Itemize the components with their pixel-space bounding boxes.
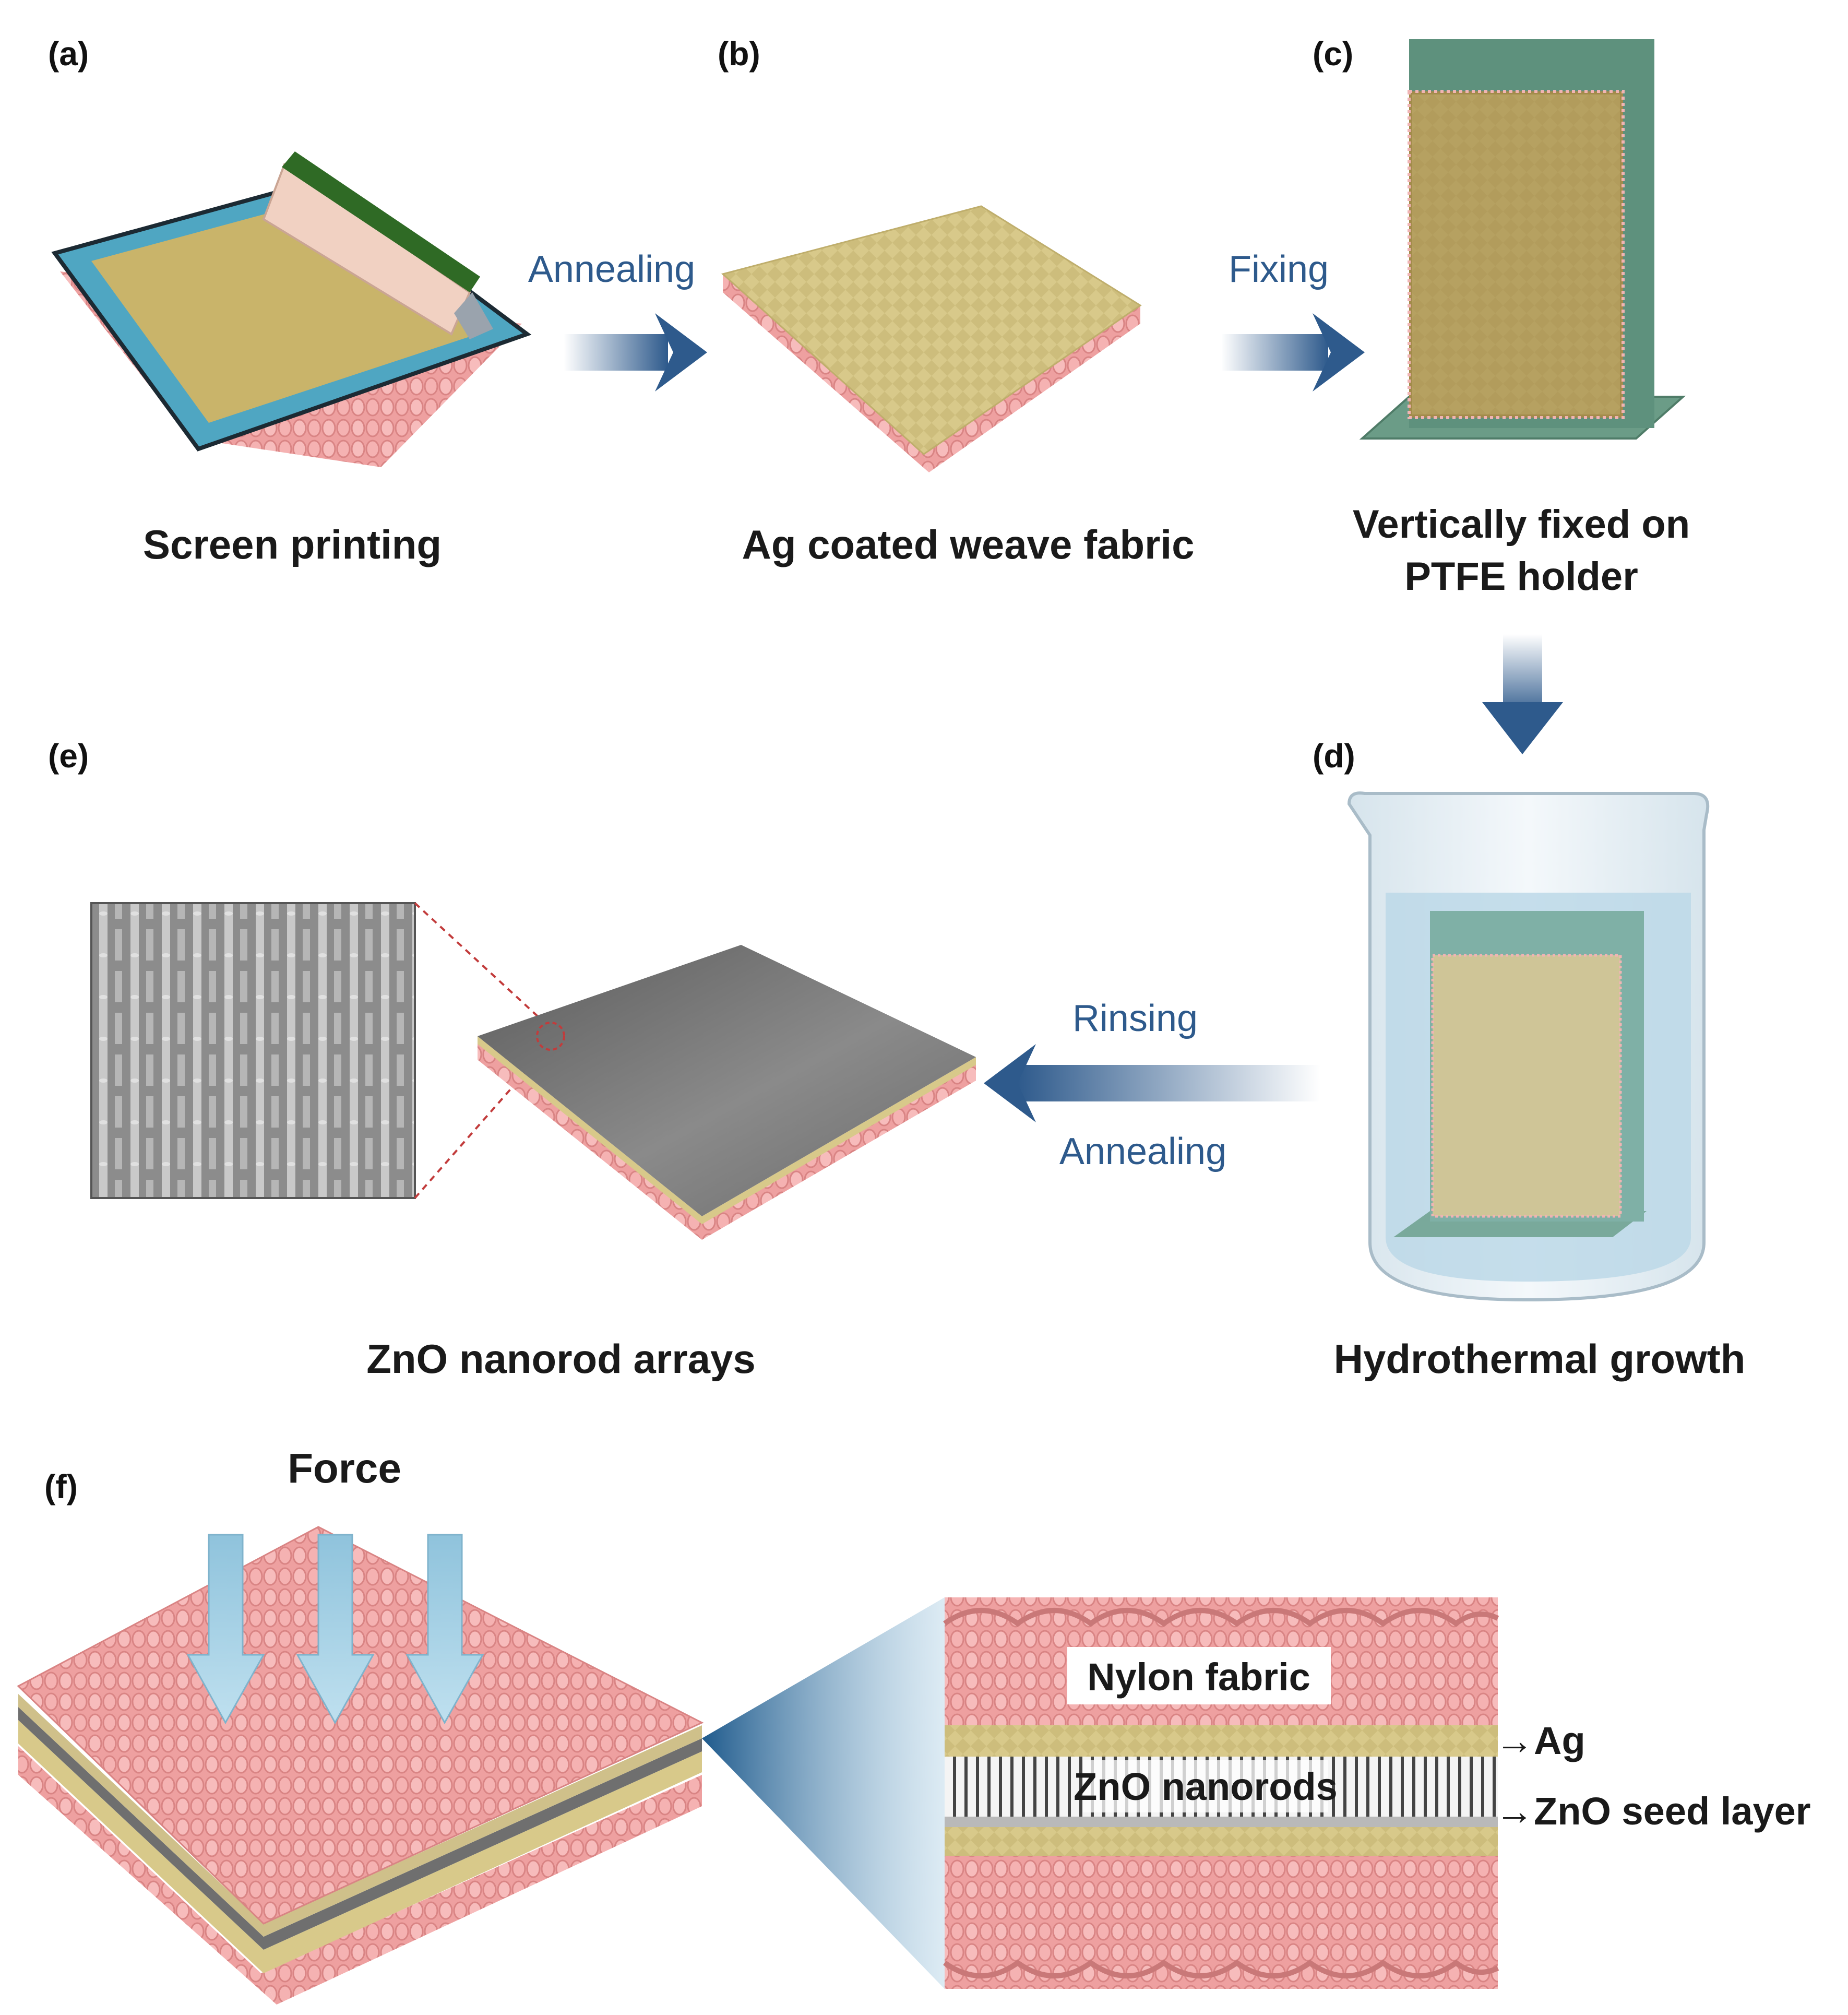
panel-c-caption-line2: PTFE holder <box>1404 554 1638 599</box>
screen-print-mesh <box>91 201 493 423</box>
step-rinsing-label: Rinsing <box>1072 998 1198 1039</box>
device-seed-layer <box>18 1694 702 1937</box>
unprinted-mesh <box>454 292 493 339</box>
panel-b-caption: Ag coated weave fabric <box>742 521 1195 567</box>
panel-c-letter: (c) <box>1313 35 1353 73</box>
panel-a-letter: (a) <box>48 35 89 73</box>
arrow-down-head <box>1482 702 1563 754</box>
ag-layer-top <box>945 1725 1498 1757</box>
step-fixing-label: Fixing <box>1229 248 1329 290</box>
zno-nanorods-label: ZnO nanorods <box>1074 1765 1338 1808</box>
arrow-rinsing-head <box>984 1044 1036 1122</box>
nanorods-label-box <box>1083 1760 1328 1812</box>
arrow-rinsing-shaft <box>1018 1065 1320 1101</box>
zno-sample-side <box>478 1041 702 1240</box>
arrow-rinsing-annealing: Rinsing Annealing <box>984 998 1320 1172</box>
zno-seed-layer <box>945 1817 1498 1827</box>
panel-c-caption-line1: Vertically fixed on <box>1353 502 1690 547</box>
cross-section: Nylon fabric ZnO nanorods <box>943 1597 1499 1989</box>
device-bottom-fabric-side-right <box>261 1775 702 2005</box>
squeegee-handle <box>282 151 480 292</box>
panel-f: (f) Force <box>17 1445 1811 2005</box>
arrow-fixing-shaft <box>1221 334 1328 371</box>
arrow-fixing-head <box>1313 313 1365 392</box>
magnification-cone <box>702 1597 945 1989</box>
panel-f-letter: (f) <box>44 1468 78 1506</box>
zno-seed-layer-callout: →ZnO seed layer <box>1495 1789 1811 1833</box>
ag-fabric-top <box>721 205 1142 455</box>
arrow-annealing-1-head <box>655 313 707 392</box>
ag-layer-bottom <box>945 1827 1498 1856</box>
device-gold-layer <box>18 1720 702 1973</box>
arrow-fixing: Fixing <box>1221 248 1365 392</box>
panel-d: (d) Hydrothermal growth <box>1313 737 1745 1382</box>
step-annealing-2-label: Annealing <box>1059 1131 1226 1172</box>
nanorod-zoom-inset <box>90 902 416 1199</box>
panel-c: (c) Vertically fixed on PTFE holder <box>1313 35 1690 599</box>
arrow-annealing-1: Annealing <box>528 248 707 392</box>
ag-callout: →Ag <box>1495 1719 1585 1762</box>
arrow-annealing-1-shaft <box>564 334 668 371</box>
step-annealing-1-label: Annealing <box>528 248 695 290</box>
panel-d-caption: Hydrothermal growth <box>1334 1336 1746 1382</box>
device-bottom-fabric-side <box>18 1746 277 2005</box>
zno-sample-side-right <box>702 1062 976 1240</box>
bottom-nylon-loops <box>943 1959 1499 1978</box>
ag-fabric-side-right <box>924 305 1140 472</box>
zoom-connector-top <box>414 902 549 1027</box>
ptfe-fabric-texture <box>1412 94 1620 414</box>
force-arrow-1 <box>186 1534 265 1725</box>
force-arrow-2 <box>296 1534 375 1725</box>
force-arrow-3 <box>406 1534 484 1725</box>
device-zno-layer <box>18 1707 702 1950</box>
beaker-fabric-sample <box>1431 954 1622 1218</box>
zno-sample-top <box>478 945 976 1216</box>
panel-d-letter: (d) <box>1313 737 1355 775</box>
panel-a: (a) Screen printing <box>48 35 532 567</box>
panel-e: (e) ZnO nanorod arrays <box>48 737 976 1382</box>
panel-b-letter: (b) <box>718 35 760 73</box>
nylon-fabric-label: Nylon fabric <box>1087 1655 1310 1699</box>
ag-fabric-side <box>723 274 929 472</box>
force-label: Force <box>288 1445 401 1491</box>
arrow-down-to-growth <box>1482 634 1563 754</box>
panel-e-letter: (e) <box>48 737 89 775</box>
bottom-nylon-fabric <box>945 1856 1498 1989</box>
zoom-marker <box>536 1022 565 1051</box>
panel-a-caption: Screen printing <box>143 521 442 567</box>
nylon-label-box <box>1067 1647 1331 1704</box>
top-nylon-loops <box>943 1608 1499 1627</box>
panel-b: (b) Ag coated weave fabric <box>718 35 1195 567</box>
panel-e-caption: ZnO nanorod arrays <box>366 1336 756 1382</box>
